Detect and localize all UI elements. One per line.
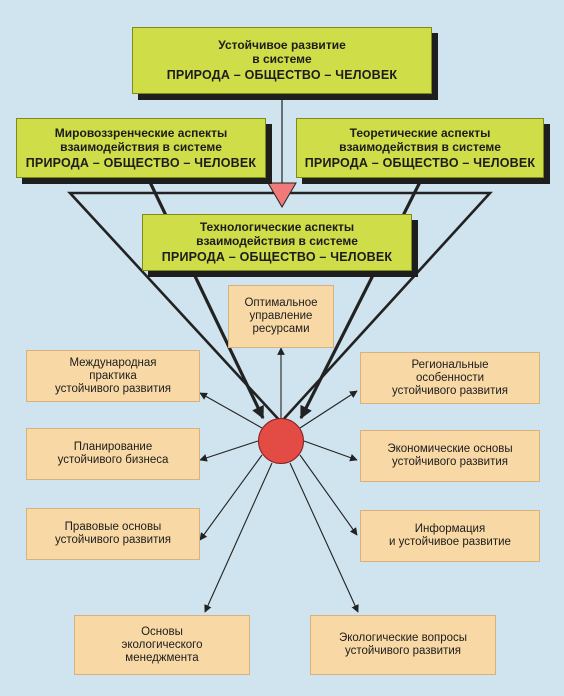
topic-regional-line1: Региональные	[411, 358, 489, 371]
top-box-line3: ПРИРОДА – ОБЩЕСТВО – ЧЕЛОВЕК	[166, 68, 398, 82]
topic-ecoissues-line1: Экологические вопросы	[338, 632, 468, 644]
topic-legal: Правовые основы устойчивого развития	[26, 508, 200, 560]
left-box-line3: ПРИРОДА – ОБЩЕСТВО – ЧЕЛОВЕК	[25, 155, 257, 170]
topic-ecomanagement-line2: экологического	[121, 638, 203, 651]
topic-information-line1: Информация	[414, 523, 486, 535]
topic-international: Международная практика устойчивого разви…	[26, 350, 200, 402]
right-box-line3: ПРИРОДА – ОБЩЕСТВО – ЧЕЛОВЕК	[304, 155, 536, 170]
right-box-line2: взаимодействия в системе	[339, 139, 501, 154]
topic-ecoissues: Экологические вопросы устойчивого развит…	[310, 615, 496, 675]
top-box-line1: Устойчивое развитие	[218, 38, 346, 52]
topic-ecomanagement: Основы экологического менеджмента	[74, 615, 250, 675]
topic-legal-line2: устойчивого развития	[54, 534, 172, 546]
topic-resources-line3: ресурсами	[252, 323, 310, 335]
topic-economic-line2: устойчивого развития	[391, 456, 509, 468]
topic-international-line1: Международная	[69, 356, 157, 369]
topic-information: Информация и устойчивое развитие	[360, 510, 540, 562]
topic-resources-line1: Оптимальное	[244, 297, 318, 309]
left-box-line1: Мировоззренческие аспекты	[54, 125, 228, 140]
topic-resources-line2: управление	[249, 310, 313, 322]
center-box-line2: взаимодействия в системе	[196, 234, 358, 248]
topic-international-line2: практика	[89, 369, 137, 382]
funnel-entry-triangle	[267, 182, 297, 208]
hub-circle	[258, 418, 304, 464]
arrow-information	[299, 454, 358, 536]
top-box: Устойчивое развитие в системе ПРИРОДА – …	[132, 27, 432, 94]
arrow-international	[199, 392, 263, 429]
arrow-ecoissues	[289, 462, 359, 613]
topic-regional: Региональные особенности устойчивого раз…	[360, 352, 540, 404]
topic-regional-line2: особенности	[415, 371, 485, 384]
left-box: Мировоззренческие аспекты взаимодействия…	[16, 118, 266, 178]
center-box: Технологические аспекты взаимодействия в…	[142, 214, 412, 271]
center-box-line1: Технологические аспекты	[199, 220, 355, 234]
center-box-line3: ПРИРОДА – ОБЩЕСТВО – ЧЕЛОВЕК	[161, 250, 393, 264]
topic-economic: Экономические основы устойчивого развити…	[360, 430, 540, 482]
topic-business-line2: устойчивого бизнеса	[57, 454, 169, 466]
arrow-business	[199, 440, 259, 462]
topic-legal-line1: Правовые основы	[64, 521, 162, 533]
topic-ecomanagement-line3: менеджмента	[125, 651, 199, 664]
arrow-legal	[199, 454, 263, 541]
arrow-regional	[299, 390, 358, 429]
arrow-ecomanagement	[204, 462, 273, 613]
topic-ecoissues-line2: устойчивого развития	[344, 645, 462, 657]
topic-resources: Оптимальное управление ресурсами	[228, 285, 334, 348]
topic-international-line3: устойчивого развития	[54, 382, 172, 395]
topic-economic-line1: Экономические основы	[387, 443, 513, 455]
topic-ecomanagement-line1: Основы	[141, 625, 183, 638]
arrow-economic	[303, 440, 358, 462]
right-box-line1: Теоретические аспекты	[349, 125, 491, 140]
right-box: Теоретические аспекты взаимодействия в с…	[296, 118, 544, 178]
left-box-line2: взаимодействия в системе	[60, 139, 222, 154]
top-box-line2: в системе	[252, 52, 312, 66]
topic-business-line1: Планирование	[73, 441, 153, 453]
topic-regional-line3: устойчивого развития	[391, 384, 509, 397]
topic-information-line2: и устойчивое развитие	[389, 536, 511, 548]
topic-business: Планирование устойчивого бизнеса	[26, 428, 200, 480]
